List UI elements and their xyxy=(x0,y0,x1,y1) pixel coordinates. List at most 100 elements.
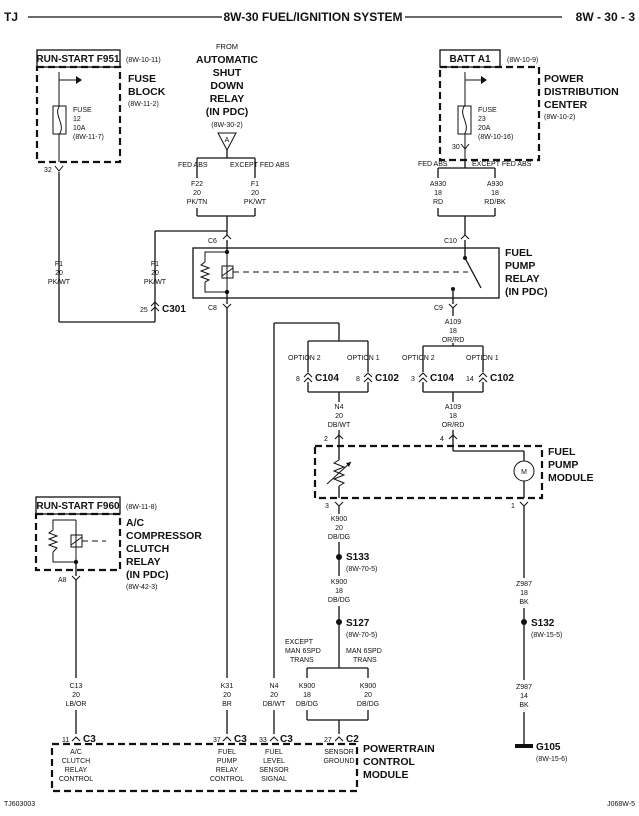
wire-f1-top-code: F1 xyxy=(251,181,259,188)
wire-a930-rd-gauge: 18 xyxy=(434,190,442,197)
wire-n4-bot-gauge: 20 xyxy=(270,692,278,699)
ground-g105-label: G105 xyxy=(536,742,561,753)
connector-c102-left-icon xyxy=(363,372,373,383)
connector-a8-icon xyxy=(71,575,81,581)
pcm-fp-label-2: PUMP xyxy=(217,758,238,765)
connector-c104-right-label: C104 xyxy=(430,373,454,384)
pdc-name-3: CENTER xyxy=(544,99,588,111)
pcm-c3-label-3: C3 xyxy=(280,734,293,745)
wire-f1-left-code: F1 xyxy=(55,261,63,268)
wire-k900-a-color: DB/DG xyxy=(328,534,350,541)
pcm-fl-label-4: SIGNAL xyxy=(261,776,287,783)
fuse23-element-icon xyxy=(462,105,467,135)
trans-right-1: MAN 6SPD xyxy=(346,648,382,655)
wire-k900-r-code: K900 xyxy=(360,683,376,690)
ac-compressor-relay: RUN-START F960 (8W-11-8) A/C COMPRESSOR … xyxy=(34,496,202,734)
relay-coil-loop xyxy=(204,251,227,293)
asd-label-2: AUTOMATIC xyxy=(196,54,258,66)
fuel-pump-module-name-1: FUEL xyxy=(548,446,576,458)
wire-n4-bot-code: N4 xyxy=(270,683,279,690)
asd-ref: (8W-30-2) xyxy=(211,122,242,129)
pcm-c3-label-1: C3 xyxy=(83,734,96,745)
wire-a930-rdbk-color: RD/BK xyxy=(484,199,506,206)
connector-c6-icon xyxy=(222,234,232,240)
pcm-ac-label-1: A/C xyxy=(70,749,82,756)
fuse23-label-4: (8W-10-16) xyxy=(478,134,513,141)
fuse12-label-2: 12 xyxy=(73,116,81,123)
fuse12-label-3: 10A xyxy=(73,125,86,132)
option2-left: OPTION 2 xyxy=(288,355,321,362)
ac-relay-name-4: RELAY xyxy=(126,556,161,568)
pcm-ac-label-4: CONTROL xyxy=(59,776,93,783)
connector-c102-left-pin: 8 xyxy=(356,376,360,383)
wire-k900-b-code: K900 xyxy=(331,579,347,586)
page-header: TJ 8W-30 FUEL/IGNITION SYSTEM 8W - 30 - … xyxy=(4,10,635,24)
asd-label-4: DOWN xyxy=(210,80,243,92)
connector-c104-left-label: C104 xyxy=(315,373,339,384)
fuse12-label-1: FUSE xyxy=(73,107,92,114)
splice-s133-label: S133 xyxy=(346,552,370,563)
connector-c9-icon xyxy=(448,303,458,309)
fuel-pump-module-box xyxy=(313,444,544,500)
asd-offpage-marker: A xyxy=(225,137,230,144)
connector-c6: C6 xyxy=(208,238,217,245)
powertrain-control-module: 11 C3 37 C3 33 C3 27 C2 POWERTRAIN CONTR… xyxy=(50,734,435,793)
batt-a1-title: BATT A1 xyxy=(449,54,491,65)
connector-c104-right-pin: 3 xyxy=(411,376,415,383)
pdc-pin-30: 30 xyxy=(452,144,460,151)
connector-c102-right-label: C102 xyxy=(490,373,514,384)
module-pin-3: 3 xyxy=(325,503,329,510)
wire-k900-l-code: K900 xyxy=(299,683,315,690)
trans-left-2: MAN 6SPD xyxy=(285,648,321,655)
wire-a109-top-gauge: 18 xyxy=(449,328,457,335)
wire-k900-b-gauge: 18 xyxy=(335,588,343,595)
pcm-pin-33: 33 xyxy=(259,737,267,744)
connector-c8-icon xyxy=(222,303,232,309)
asd-label-1: FROM xyxy=(216,42,238,51)
pcm-fl-label-2: LEVEL xyxy=(263,758,285,765)
option-connectors-right: A109 18 OR/RD OPTION 2 OPTION 1 3 C104 1… xyxy=(402,308,514,429)
relay-coil-slash xyxy=(221,267,234,277)
ac-relay-name-1: A/C xyxy=(126,517,145,529)
header-left: TJ xyxy=(4,10,18,24)
fuel-pump-relay-name-4: (IN PDC) xyxy=(505,286,548,298)
fuel-pump-motor-label: M xyxy=(521,469,527,476)
pcm-dashed-box xyxy=(50,742,359,793)
module-pin-3-icon xyxy=(334,501,344,507)
fuse-block-name-1: FUSE xyxy=(128,73,156,85)
fuse23-label-3: 20A xyxy=(478,125,491,132)
wire-f1-mid-color: PK/WT xyxy=(144,279,167,286)
pcm-name-2: CONTROL xyxy=(363,756,415,768)
pdc-name-1: POWER xyxy=(544,73,584,85)
pcm-sg-label-1: SENSOR xyxy=(324,749,354,756)
trans-left-1: EXCEPT xyxy=(285,639,314,646)
fuel-pump-relay-name-3: RELAY xyxy=(505,273,540,285)
batt-a1-label-box xyxy=(439,49,501,68)
ground-g105-ref: (8W-15-6) xyxy=(536,756,567,763)
option2-right: OPTION 2 xyxy=(402,355,435,362)
wire-n4-bot-color: DB/WT xyxy=(263,701,286,708)
header-title: 8W-30 FUEL/IGNITION SYSTEM xyxy=(223,10,402,24)
fuse-block-dashed-box xyxy=(35,65,122,164)
wire-c13-gauge: 20 xyxy=(72,692,80,699)
fuel-pump-relay-name-2: PUMP xyxy=(505,260,535,272)
ground-g105-icon xyxy=(515,744,533,748)
run-start-f951-ref: (8W-10-11) xyxy=(126,57,161,64)
connector-c102-right-icon xyxy=(478,372,488,383)
wire-k900-l-color: DB/DG xyxy=(296,701,318,708)
wire-f22-code: F22 xyxy=(191,181,203,188)
ac-relay-ref: (8W-42-3) xyxy=(126,584,157,591)
asd-offpage-triangle-icon xyxy=(217,132,237,152)
wire-f22-gauge: 20 xyxy=(193,190,201,197)
wire-k900-l-gauge: 18 xyxy=(303,692,311,699)
relay-switch-arm xyxy=(464,257,482,289)
pcm-fl-label-3: SENSOR xyxy=(259,767,289,774)
wire-z987-a-code: Z987 xyxy=(516,581,532,588)
fuse12-label-4: (8W-11-7) xyxy=(73,134,104,141)
wire-k900-a-gauge: 20 xyxy=(335,525,343,532)
ac-relay-coil-slash xyxy=(70,536,83,546)
pdc-name-2: DISTRIBUTION xyxy=(544,86,619,98)
wire-f1-mid-gauge: 20 xyxy=(151,270,159,277)
wire-n4-top-gauge: 20 xyxy=(335,413,343,420)
fuse12-arrow-icon xyxy=(76,76,82,84)
